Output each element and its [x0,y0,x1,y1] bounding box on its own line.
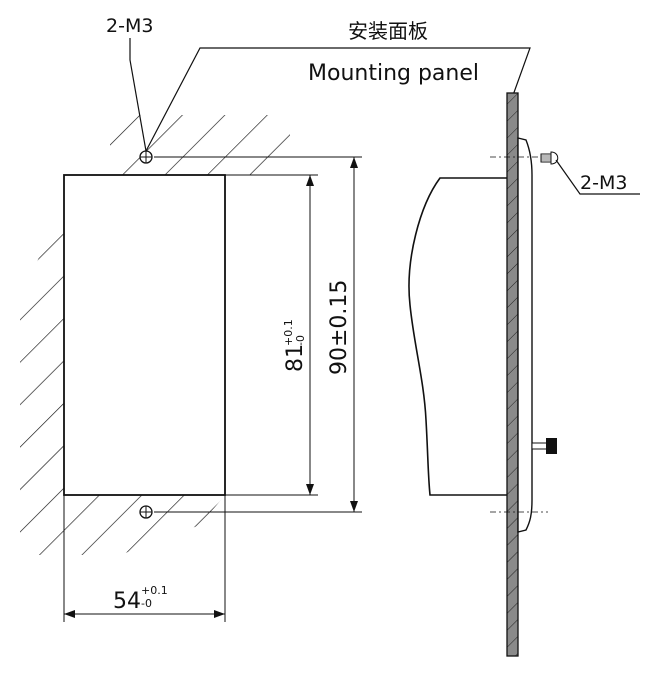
front-bezel [517,137,533,533]
bottom-screw-hole [139,505,153,519]
side-screw-leader [555,159,640,195]
side-screw [540,151,559,165]
screw-leader-top [129,38,147,152]
dimension-cutout-width: 54 +0.1 -0 [63,495,226,622]
side-screw-label: 2-M3 [580,172,627,194]
panel-label-english: Mounting panel [308,61,479,86]
dimension-cutout-width-label: 54 [113,589,141,614]
control-knob [531,438,557,454]
dimension-hole-spacing: 90±0.15 [154,156,362,513]
panel-label-chinese: 安装面板 [348,19,428,43]
top-screw-hole [139,150,153,164]
device-body [408,177,507,496]
dimension-cutout-height-tol-lower: -0 [294,335,307,346]
dimension-cutout-height: 81 +0.1 -0 [225,174,318,496]
dimension-cutout-width-tol-upper: +0.1 [141,584,168,597]
dimension-cutout-width-tol-lower: -0 [141,597,152,610]
panel-cutout [63,174,226,496]
screw-label-top: 2-M3 [106,15,153,37]
mounting-panel-section [506,92,519,657]
side-view: 2-M3 [408,92,640,657]
dimension-cutout-height-tol-upper: +0.1 [282,319,295,346]
dimension-hole-spacing-label: 90±0.15 [327,280,352,375]
dimension-cutout-height-label: 81 [283,344,308,372]
panel-leader [145,47,531,152]
